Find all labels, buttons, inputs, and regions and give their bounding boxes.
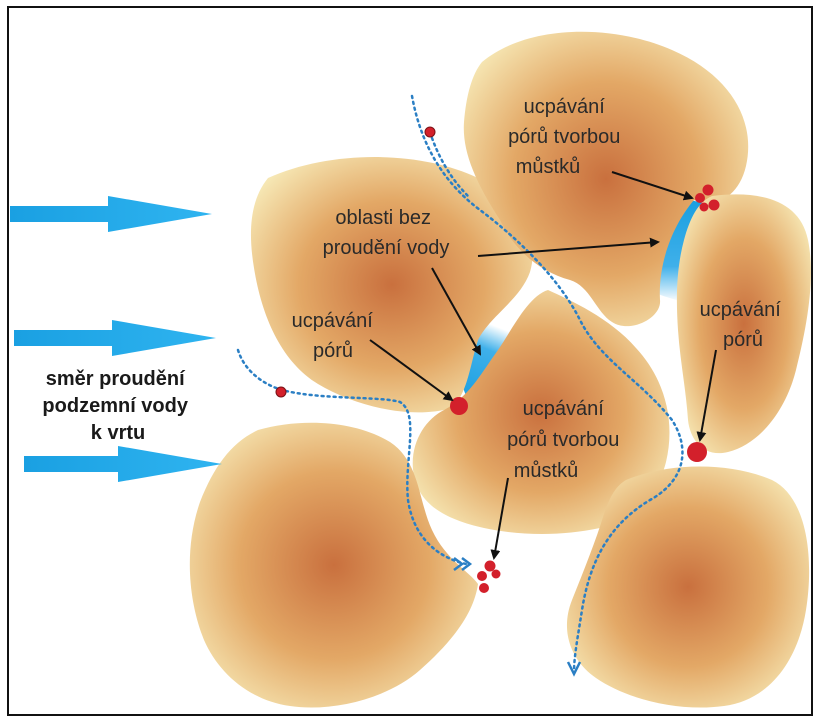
bridge-particle xyxy=(479,583,489,593)
particle-icon xyxy=(276,387,286,397)
grain-right xyxy=(677,194,811,453)
label-flow-direction: směr proudění podzemní vody k vrtu xyxy=(42,368,193,444)
clog-particle-right xyxy=(687,442,707,462)
particle-icon xyxy=(425,127,435,137)
bridge-particle xyxy=(709,200,720,211)
bridge-particle xyxy=(695,193,705,203)
bridge-particle xyxy=(485,561,496,572)
bridge-particle xyxy=(492,570,501,579)
bridge-particle xyxy=(477,571,487,581)
bridge-particle xyxy=(700,203,709,212)
right-arrow-icon xyxy=(24,446,222,482)
clog-particle-left xyxy=(450,397,468,415)
right-arrow-icon xyxy=(10,196,212,232)
right-arrow-icon xyxy=(14,320,216,356)
bridge-particle xyxy=(703,185,714,196)
